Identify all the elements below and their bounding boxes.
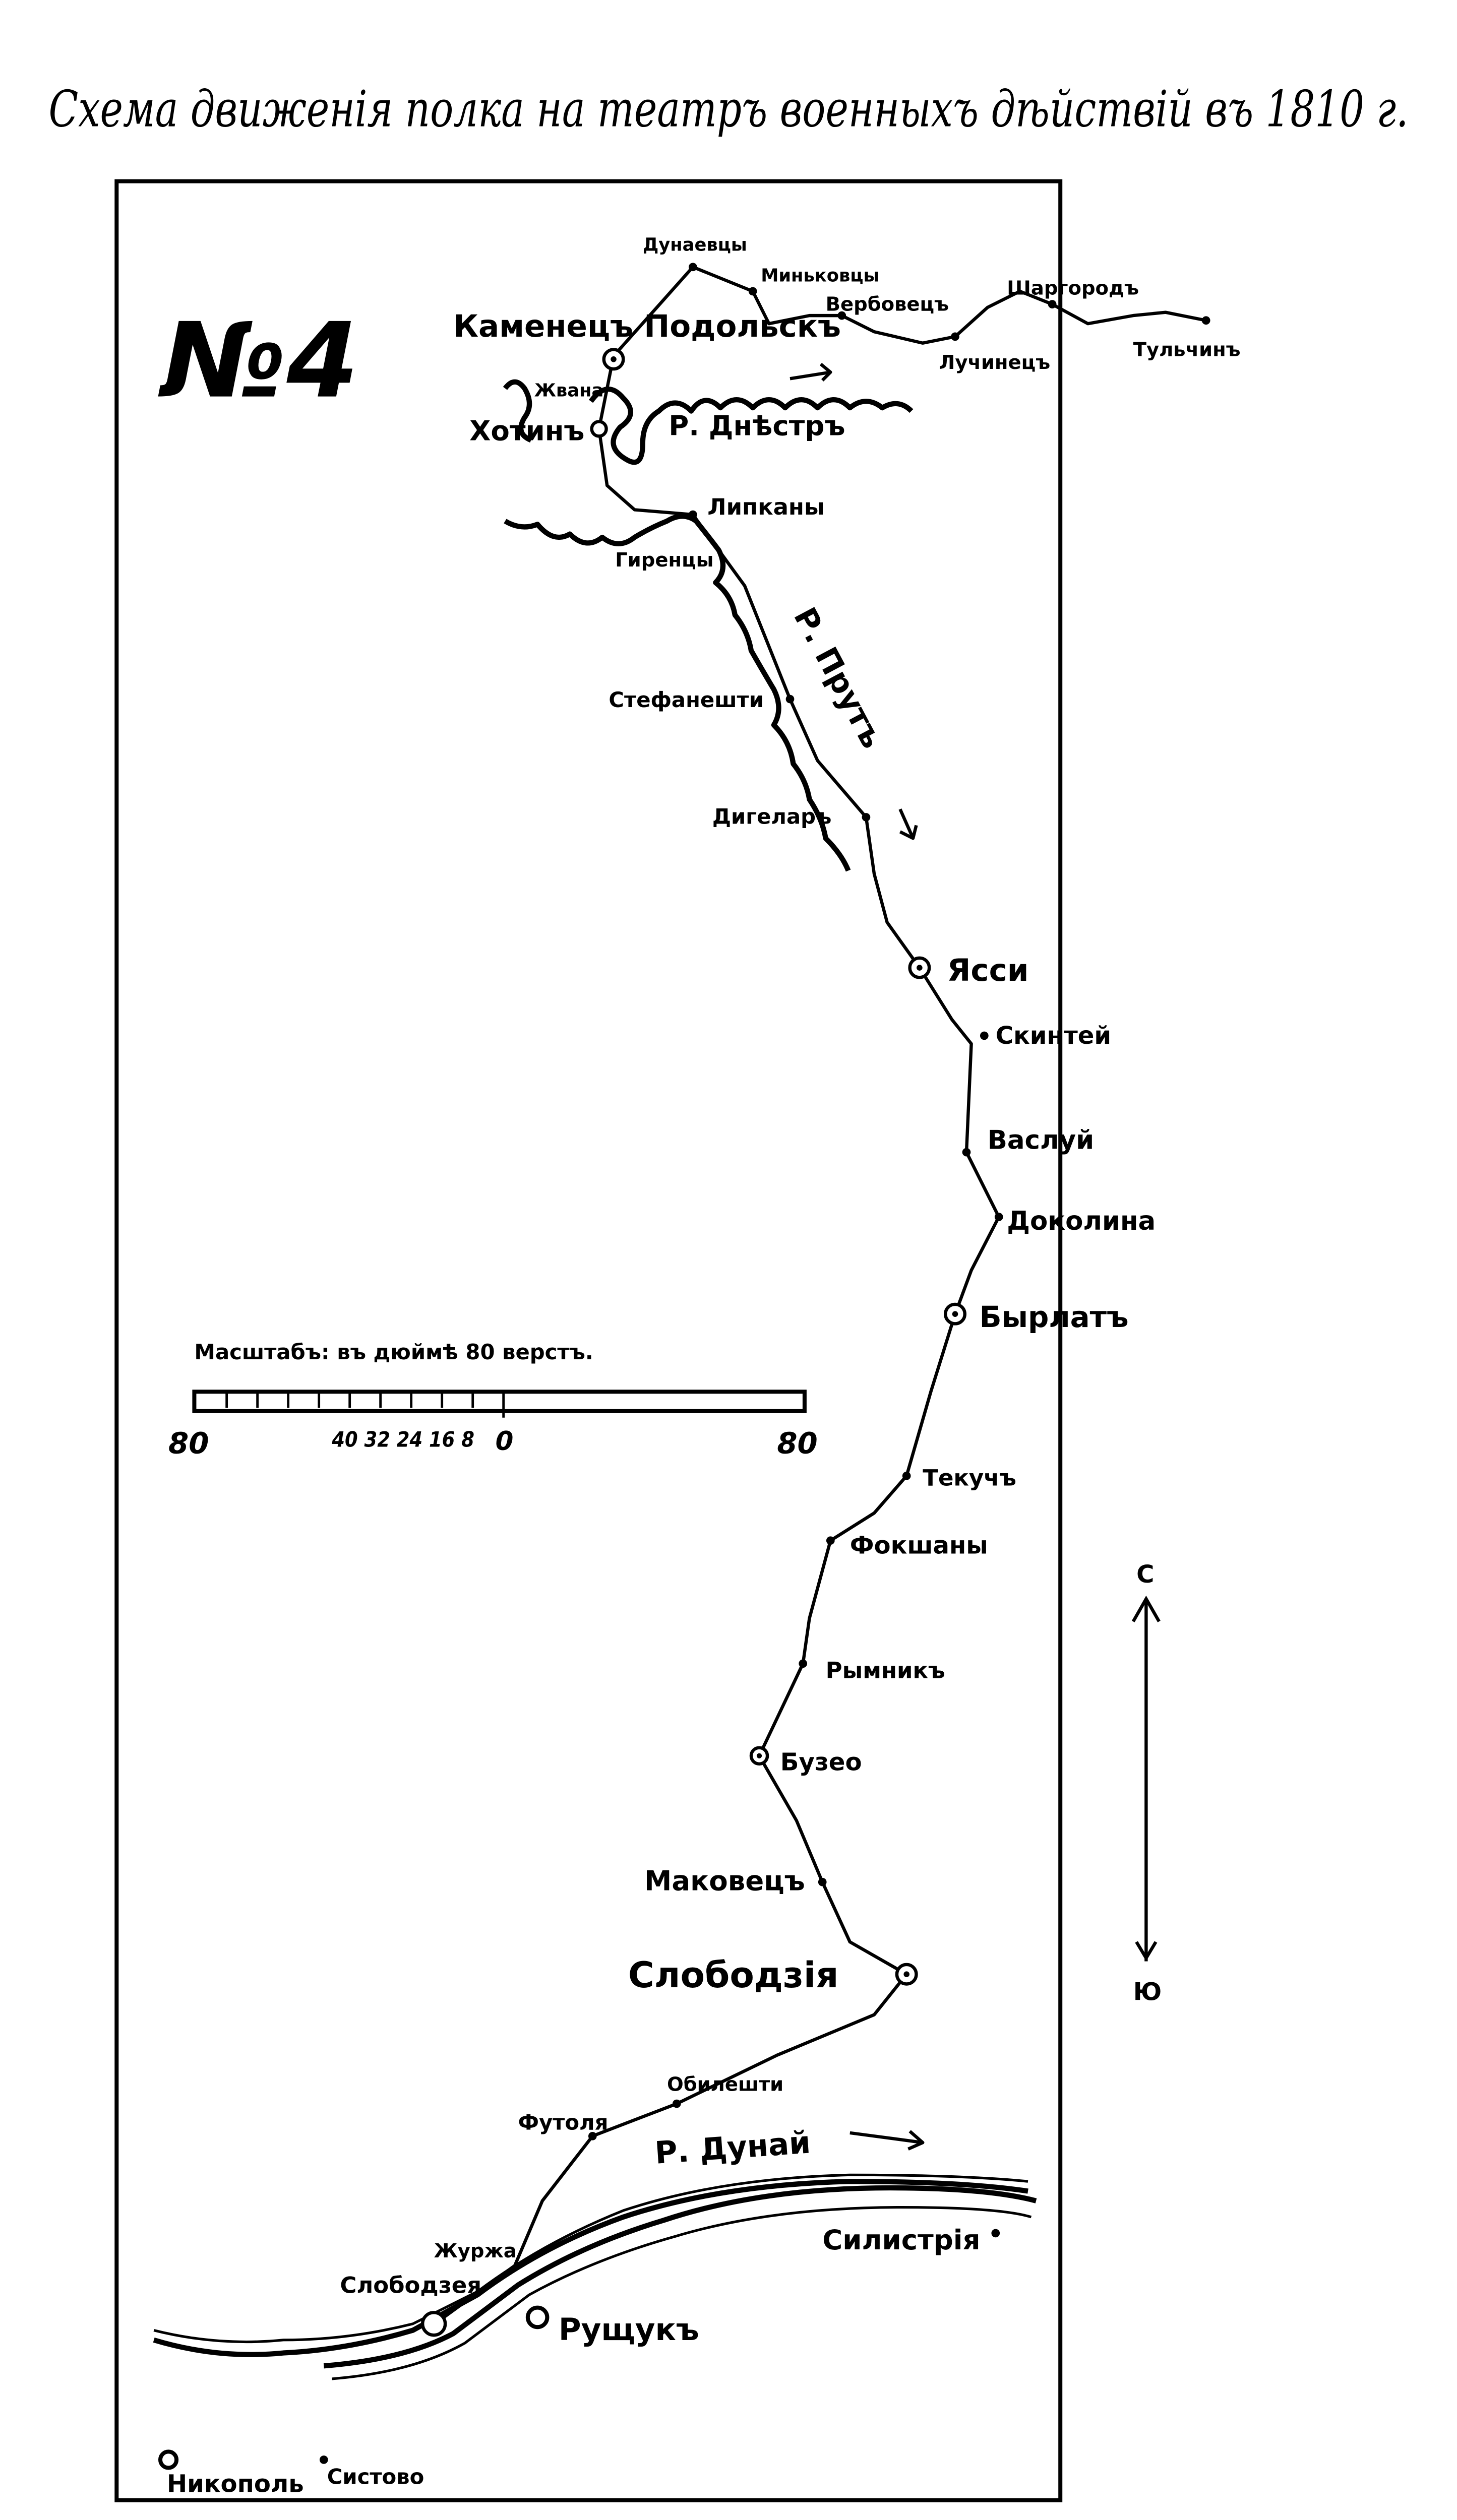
label-tekuch: Текучъ (923, 1465, 1016, 1491)
label-zhvana: Жвана (534, 381, 604, 401)
label-verbovets: Вербовецъ (826, 293, 949, 316)
scale-right-80: 80 (777, 1426, 817, 1460)
prut-arrow (898, 808, 918, 840)
river-dniester (503, 379, 914, 465)
label-girentsy: Гиренцы (615, 549, 713, 572)
map-frame (114, 179, 1063, 2502)
label-lipkany: Липканы (707, 493, 824, 520)
label-makovets: Маковецъ (644, 1864, 805, 1897)
danube-bank-south (332, 2206, 1032, 2380)
map-title: Схема движенія полка на театръ военныхъ … (48, 80, 1408, 138)
label-dokolina: Доколина (1007, 1206, 1156, 1236)
river-prut (504, 514, 851, 872)
label-rushchuk: Рущукъ (559, 2312, 699, 2348)
label-dniester: Р. Днѣстръ (669, 410, 845, 442)
label-byrlat: Бырлатъ (980, 1300, 1129, 1334)
label-zhurzha: Журжа (434, 2240, 517, 2262)
compass-arrow (1131, 1595, 1161, 1962)
label-rymnik: Рымникъ (826, 1657, 945, 1684)
town-markers (158, 263, 1210, 2470)
scale-left-80: 80 (168, 1426, 209, 1460)
label-nikopol: Никополь (167, 2470, 304, 2498)
label-futolya: Футоля (518, 2110, 609, 2134)
dniester-arrow (790, 362, 832, 382)
label-slobodzeya: Слободзея (340, 2272, 481, 2299)
scale-subdivisions: 40 32 24 16 8 (331, 1427, 474, 1452)
label-slobodzia: Слободзія (628, 1954, 839, 1996)
danube-arrow (849, 2130, 925, 2151)
label-prut: Р. Прутъ (786, 602, 890, 754)
map-number: №4 (158, 301, 358, 421)
label-yassy: Ясси (947, 953, 1028, 988)
label-danube: Р. Дунай (654, 2124, 812, 2171)
label-kamenets: Каменецъ Подольскъ (453, 308, 841, 344)
label-khotin: Хотинъ (469, 414, 584, 447)
compass-south: Ю (1133, 1978, 1162, 2006)
label-digelar: Дигеларъ (712, 804, 831, 829)
label-stefaneshti: Стефанешти (609, 687, 764, 712)
compass-north: С (1136, 1560, 1154, 1589)
label-vasluy: Васлуй (988, 1125, 1094, 1156)
label-buzeo: Бузео (780, 1748, 862, 1777)
label-dunaevtsy: Дунаевцы (643, 235, 747, 256)
label-minkovtsy: Миньковцы (761, 266, 879, 286)
label-shargorod: Шаргородъ (1007, 277, 1139, 299)
label-tulchin: Тульчинъ (1133, 338, 1241, 361)
label-luchinets: Лучинецъ (939, 351, 1050, 374)
river-danube (153, 2179, 1037, 2369)
scale-bar (192, 1390, 807, 1418)
label-obileshti: Обилешти (667, 2073, 783, 2096)
scale-zero: 0 (496, 1426, 514, 1457)
scale-label: Масштабъ: въ дюймѣ 80 верстъ. (194, 1340, 593, 1364)
label-silistria: Силистрія (822, 2224, 980, 2256)
danube-bank-north (153, 2173, 1028, 2344)
label-fokshany: Фокшаны (850, 1531, 988, 1559)
label-sistovo: Систово (327, 2465, 424, 2489)
label-skintey: Скинтей (996, 1022, 1111, 1050)
